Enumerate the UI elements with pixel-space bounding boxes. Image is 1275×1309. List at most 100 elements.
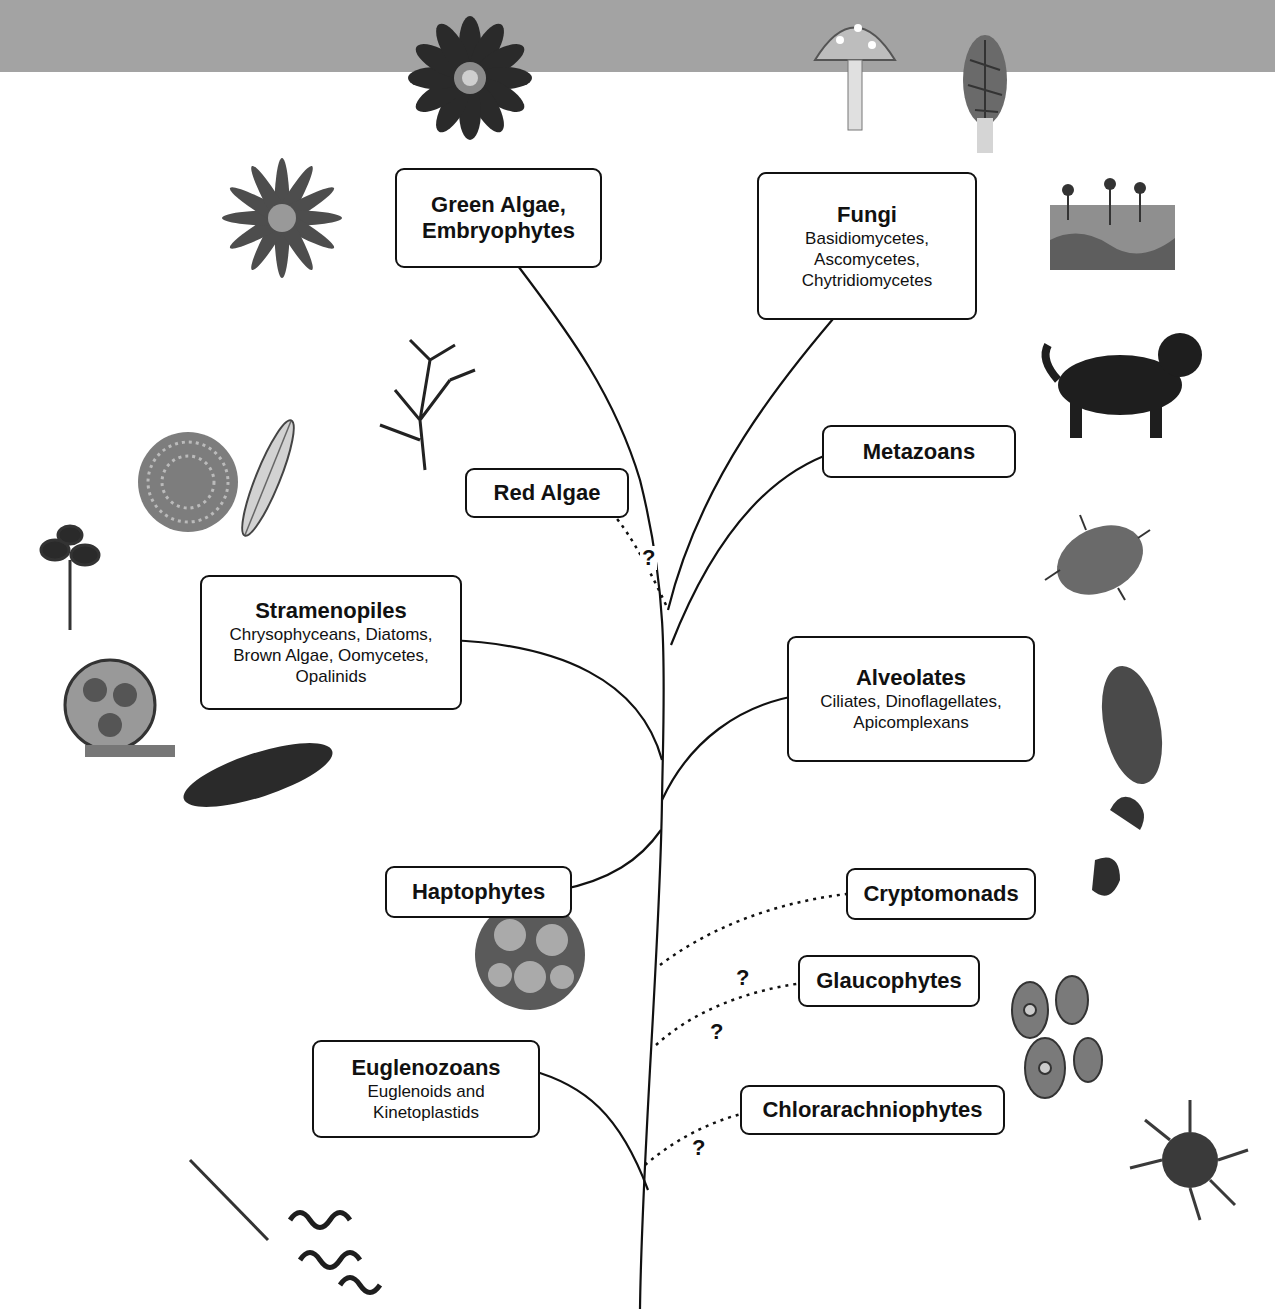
trunk-line [510,255,664,1309]
brown-alga-photo [71,545,99,565]
taxon-name: Glaucophytes [810,968,968,994]
taxon-box: StramenopilesChrysophyceans, Diatoms, Br… [200,575,462,710]
heliozoan-photo [1130,1100,1248,1220]
taxon-members: Ciliates, Dinoflagellates, Apicomplexans [799,691,1023,733]
lichen-photo [1139,192,1141,222]
flower-photo [408,16,532,140]
kinetoplastid-photo [300,1253,360,1268]
tree-lines [450,255,855,1309]
morel-photo [977,118,993,153]
coccolithophore-photo [550,965,574,989]
red-alga-photo [380,340,475,470]
lichen-photo [1067,195,1069,220]
lichen-photo [1104,178,1116,190]
dotted-branch [605,505,666,605]
mushroom-photo [854,24,862,32]
glaucophyte-photo [1024,1004,1036,1016]
coccolith-sphere-photo [138,432,238,532]
glaucophyte-photo [1056,976,1088,1024]
heliozoan-photo [1130,1160,1162,1168]
ciliate-photo [1092,660,1172,830]
taxon-box: AlveolatesCiliates, Dinoflagellates, Api… [787,636,1035,762]
taxon-box: Cryptomonads [846,868,1036,920]
taxon-name: Fungi [769,202,965,228]
question-mark: ? [708,1020,725,1044]
ciliate-photo [1092,660,1172,789]
taxon-name: Metazoans [834,439,1004,465]
radiolarian-photo [1045,515,1150,600]
dog-photo [1070,400,1082,438]
branch-line [662,695,800,800]
flower-photo [408,16,532,140]
branch-line [530,1070,648,1190]
branch-line [450,640,662,760]
stramenopile-cell-photo [177,730,339,820]
taxon-box: Red Algae [465,468,629,518]
cryptomonad-photo [1092,858,1120,896]
taxon-box: Metazoans [822,425,1016,478]
opalinid-photo [83,678,107,702]
opalinid-photo [85,745,175,757]
taxon-box: Green Algae, Embryophytes [395,168,602,268]
glaucophyte-photo [1012,976,1102,1098]
taxon-name: Stramenopiles [212,598,450,624]
question-mark: ? [640,546,657,570]
morel-photo [963,35,1007,153]
brown-alga-photo [41,526,99,630]
heliozoan-photo [1218,1150,1248,1160]
dotted-branch [656,982,810,1045]
kinetoplastid-photo [290,1213,350,1228]
radiolarian-photo [1080,515,1086,530]
branch-line [560,830,661,890]
diatom-photo [245,421,291,535]
heliozoan-photo [1210,1180,1235,1205]
heliozoan-photo [1189,1100,1192,1132]
dog-photo [1150,400,1162,438]
dog-photo [1046,345,1058,380]
lichen-photo [1050,234,1175,270]
mushroom-photo [815,28,895,61]
taxon-name: Green Algae, Embryophytes [407,192,590,244]
lichen-photo [1134,182,1146,194]
taxon-box: EuglenozoansEuglenoids and Kinetoplastid… [312,1040,540,1138]
taxon-name: Alveolates [799,665,1023,691]
euglenoid-photo [190,1160,268,1240]
dotted-branch [645,1112,750,1165]
lichen-photo [1062,184,1074,196]
opalinid-photo [98,713,122,737]
cryptomonad-photo [1092,858,1120,896]
red-alga-photo [380,340,475,470]
desmid-photo [226,181,338,255]
diatom-photo [234,416,303,540]
kinetoplastid-photo [290,1213,380,1293]
coccolith-sphere-photo [148,442,228,522]
dog-photo [1158,333,1202,377]
heliozoan-photo [1145,1120,1170,1140]
question-mark: ? [690,1136,707,1160]
desmid-photo [222,158,342,278]
flower-photo [462,70,478,86]
euglenoid-photo [190,1160,268,1240]
morel-photo [968,40,1002,120]
taxon-members: Chrysophyceans, Diatoms, Brown Algae, Oo… [212,624,450,687]
mushroom-photo [815,24,895,130]
taxon-members: Basidiomycetes, Ascomycetes, Chytridiomy… [769,228,965,291]
diatom-photo [234,416,303,540]
kinetoplastid-photo [340,1278,380,1293]
opalinid-photo [113,683,137,707]
taxon-name: Haptophytes [397,879,560,905]
taxon-box: FungiBasidiomycetes, Ascomycetes, Chytri… [757,172,977,320]
radiolarian-photo [1045,512,1154,608]
coccolithophore-photo [494,919,526,951]
tree-lines [605,505,855,1165]
lichen-photo [1050,178,1175,270]
taxon-box: Glaucophytes [798,955,980,1007]
glaucophyte-photo [1074,1038,1102,1082]
opalinid-photo [65,660,175,757]
glaucophyte-photo [1012,982,1048,1038]
taxon-name: Red Algae [477,480,617,506]
ciliate-photo [1110,797,1144,830]
desmid-photo [268,204,296,232]
